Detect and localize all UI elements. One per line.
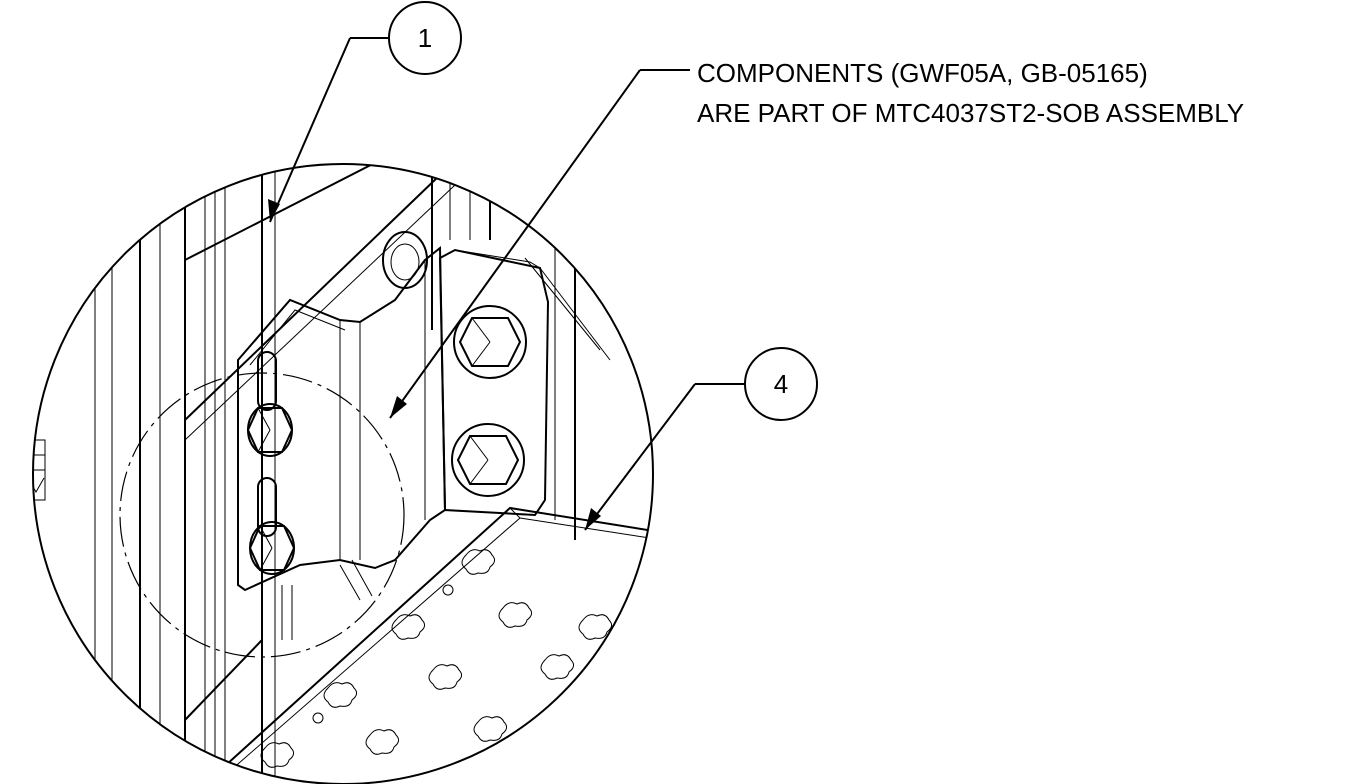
grating-step — [202, 506, 653, 784]
note-line-2: ARE PART OF MTC4037ST2-SOB ASSEMBLY — [697, 98, 1244, 128]
leader-balloon-1 — [268, 37, 388, 223]
rear-washer — [382, 231, 428, 289]
column-post — [94, 164, 576, 784]
balloon-4: 4 — [744, 347, 818, 421]
detail-phantom-circle — [119, 372, 405, 658]
bolt-front-upper — [246, 403, 294, 457]
balloon-4-label: 4 — [774, 369, 788, 399]
bolt-side-upper — [453, 305, 527, 379]
detail-boundary-circle — [32, 163, 654, 784]
balloon-1: 1 — [388, 1, 462, 75]
bracket-plate — [237, 245, 447, 592]
note-line-1: COMPONENTS (GWF05A, GB-05165) — [697, 58, 1148, 88]
side-flange — [438, 248, 611, 517]
bolt-front-lower — [248, 521, 296, 575]
assembly-note: COMPONENTS (GWF05A, GB-05165) ARE PART O… — [697, 58, 1244, 128]
leader-balloon-4 — [584, 383, 745, 531]
leader-note — [389, 69, 690, 419]
bolt-side-lower — [451, 423, 525, 497]
balloon-1-label: 1 — [418, 23, 432, 53]
left-edge-hardware — [33, 439, 46, 501]
detail-view — [33, 164, 653, 784]
support-rods — [281, 559, 373, 640]
